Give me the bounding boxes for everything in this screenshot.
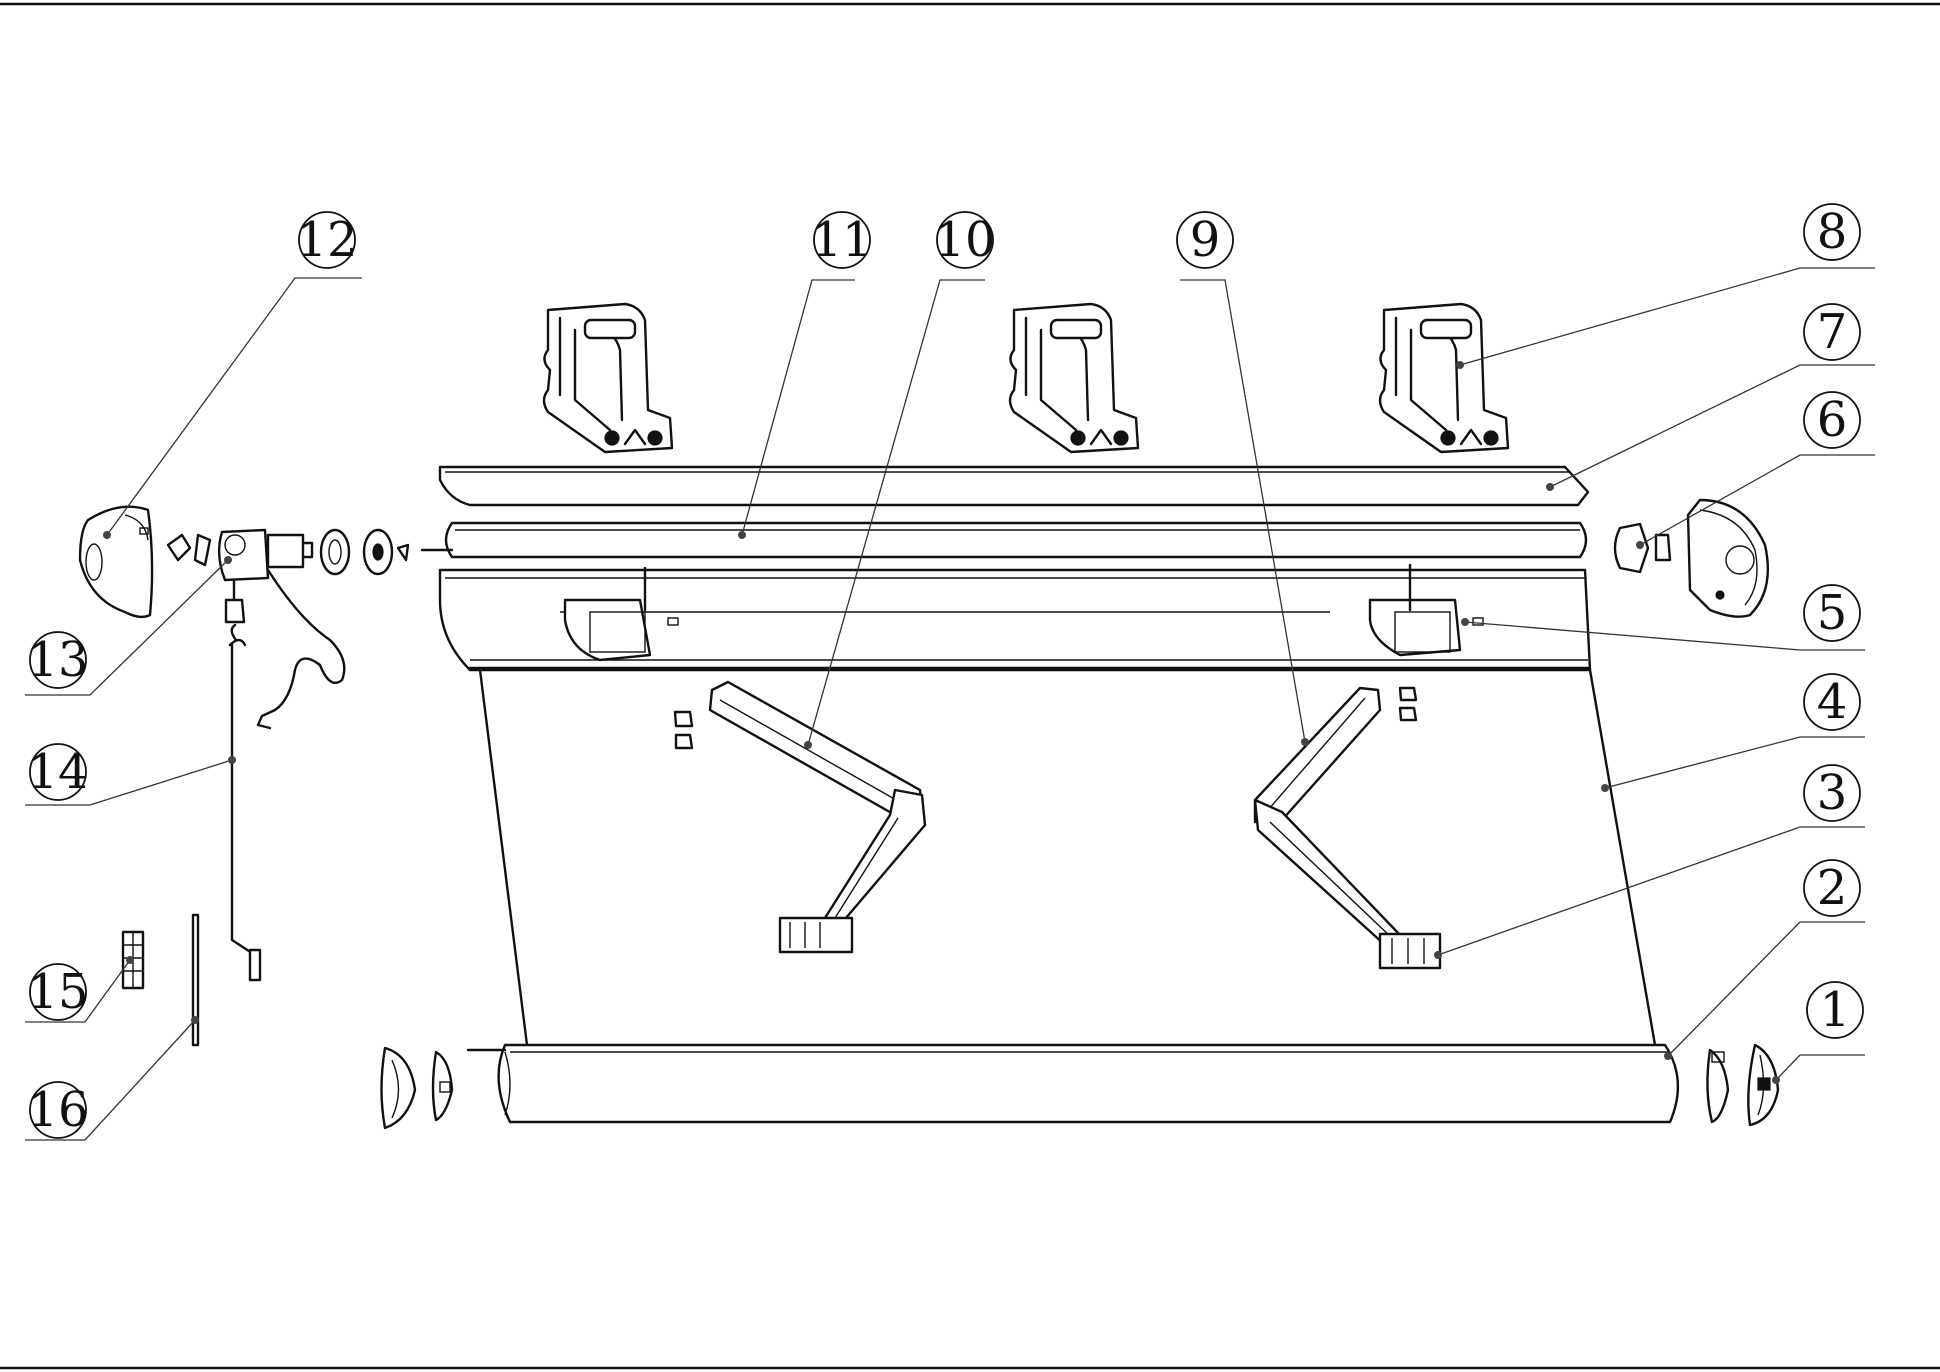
front-bar-left-end-caps [380, 1046, 454, 1130]
callout-4-label: 4 [1817, 674, 1848, 730]
callout-7-label: 7 [1817, 304, 1848, 360]
callout-10-label: 10 [934, 212, 995, 268]
callout-8: 8 [1803, 203, 1861, 261]
callout-5: 5 [1803, 584, 1861, 642]
leader-lines [25, 267, 1875, 1141]
callout-13-label: 13 [27, 632, 88, 688]
callout-14-label: 14 [27, 744, 88, 800]
crank-handle [228, 638, 262, 982]
callout-6: 6 [1803, 391, 1861, 449]
front-bar [466, 1043, 1680, 1124]
callout-16: 16 [27, 1081, 89, 1139]
callout-9: 9 [1176, 211, 1234, 269]
callout-13: 13 [27, 631, 89, 689]
callout-15-label: 15 [27, 964, 88, 1020]
callout-14: 14 [27, 743, 89, 801]
callout-3: 3 [1803, 764, 1861, 822]
left-folding-arm [673, 680, 927, 954]
callout-7: 7 [1803, 303, 1861, 361]
callout-11-label: 11 [811, 212, 872, 268]
callout-1-label: 1 [1820, 982, 1851, 1038]
callout-10: 10 [934, 211, 996, 269]
callout-5-label: 5 [1817, 585, 1848, 641]
callout-12-label: 12 [296, 212, 357, 268]
callout-12: 12 [296, 211, 358, 269]
leader-dots [103, 361, 1780, 1084]
callout-6-label: 6 [1817, 392, 1848, 448]
callout-2-label: 2 [1817, 860, 1848, 916]
cassette-body [438, 563, 1592, 672]
fabric-canopy [478, 668, 1657, 1047]
roller-tube [420, 521, 1588, 559]
callout-2: 2 [1803, 859, 1861, 917]
right-folding-arm [1253, 686, 1442, 970]
right-side-cap-assembly [1613, 498, 1769, 618]
front-cover-profile [438, 465, 1590, 507]
support-rod [191, 913, 200, 1047]
callout-1: 1 [1806, 981, 1864, 1039]
callout-9-label: 9 [1190, 212, 1221, 268]
callout-4: 4 [1803, 673, 1861, 731]
callout-3-label: 3 [1817, 765, 1848, 821]
callout-16-label: 16 [27, 1082, 88, 1138]
callout-11: 11 [811, 211, 873, 269]
callout-15: 15 [27, 963, 89, 1021]
left-gear-cap-assembly [78, 505, 410, 730]
wall-bracket [542, 302, 674, 454]
callout-8-label: 8 [1817, 204, 1848, 260]
front-bar-right-end-caps [1706, 1043, 1780, 1127]
